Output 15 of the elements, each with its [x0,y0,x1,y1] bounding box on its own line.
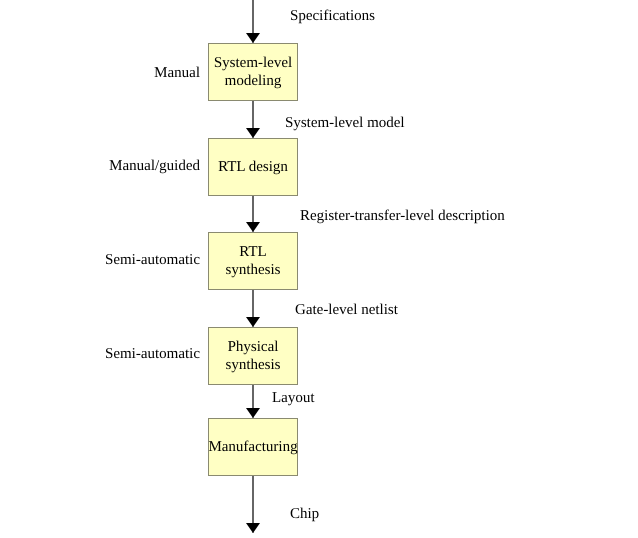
process-box: Physical synthesis [208,327,298,385]
arrow [246,101,260,138]
process-box: RTL synthesis [208,232,298,290]
arrow [246,385,260,418]
arrow [246,0,260,43]
arrow [246,196,260,232]
side-label: Manual [154,64,200,83]
process-box: Manufacturing [208,418,298,476]
arrow [246,290,260,327]
arrow [246,476,260,533]
process-box: RTL design [208,138,298,196]
side-label: Semi-automatic [105,345,200,364]
side-label: Manual/guided [109,157,200,176]
side-label: Semi-automatic [105,251,200,270]
process-box: System-level modeling [208,43,298,101]
